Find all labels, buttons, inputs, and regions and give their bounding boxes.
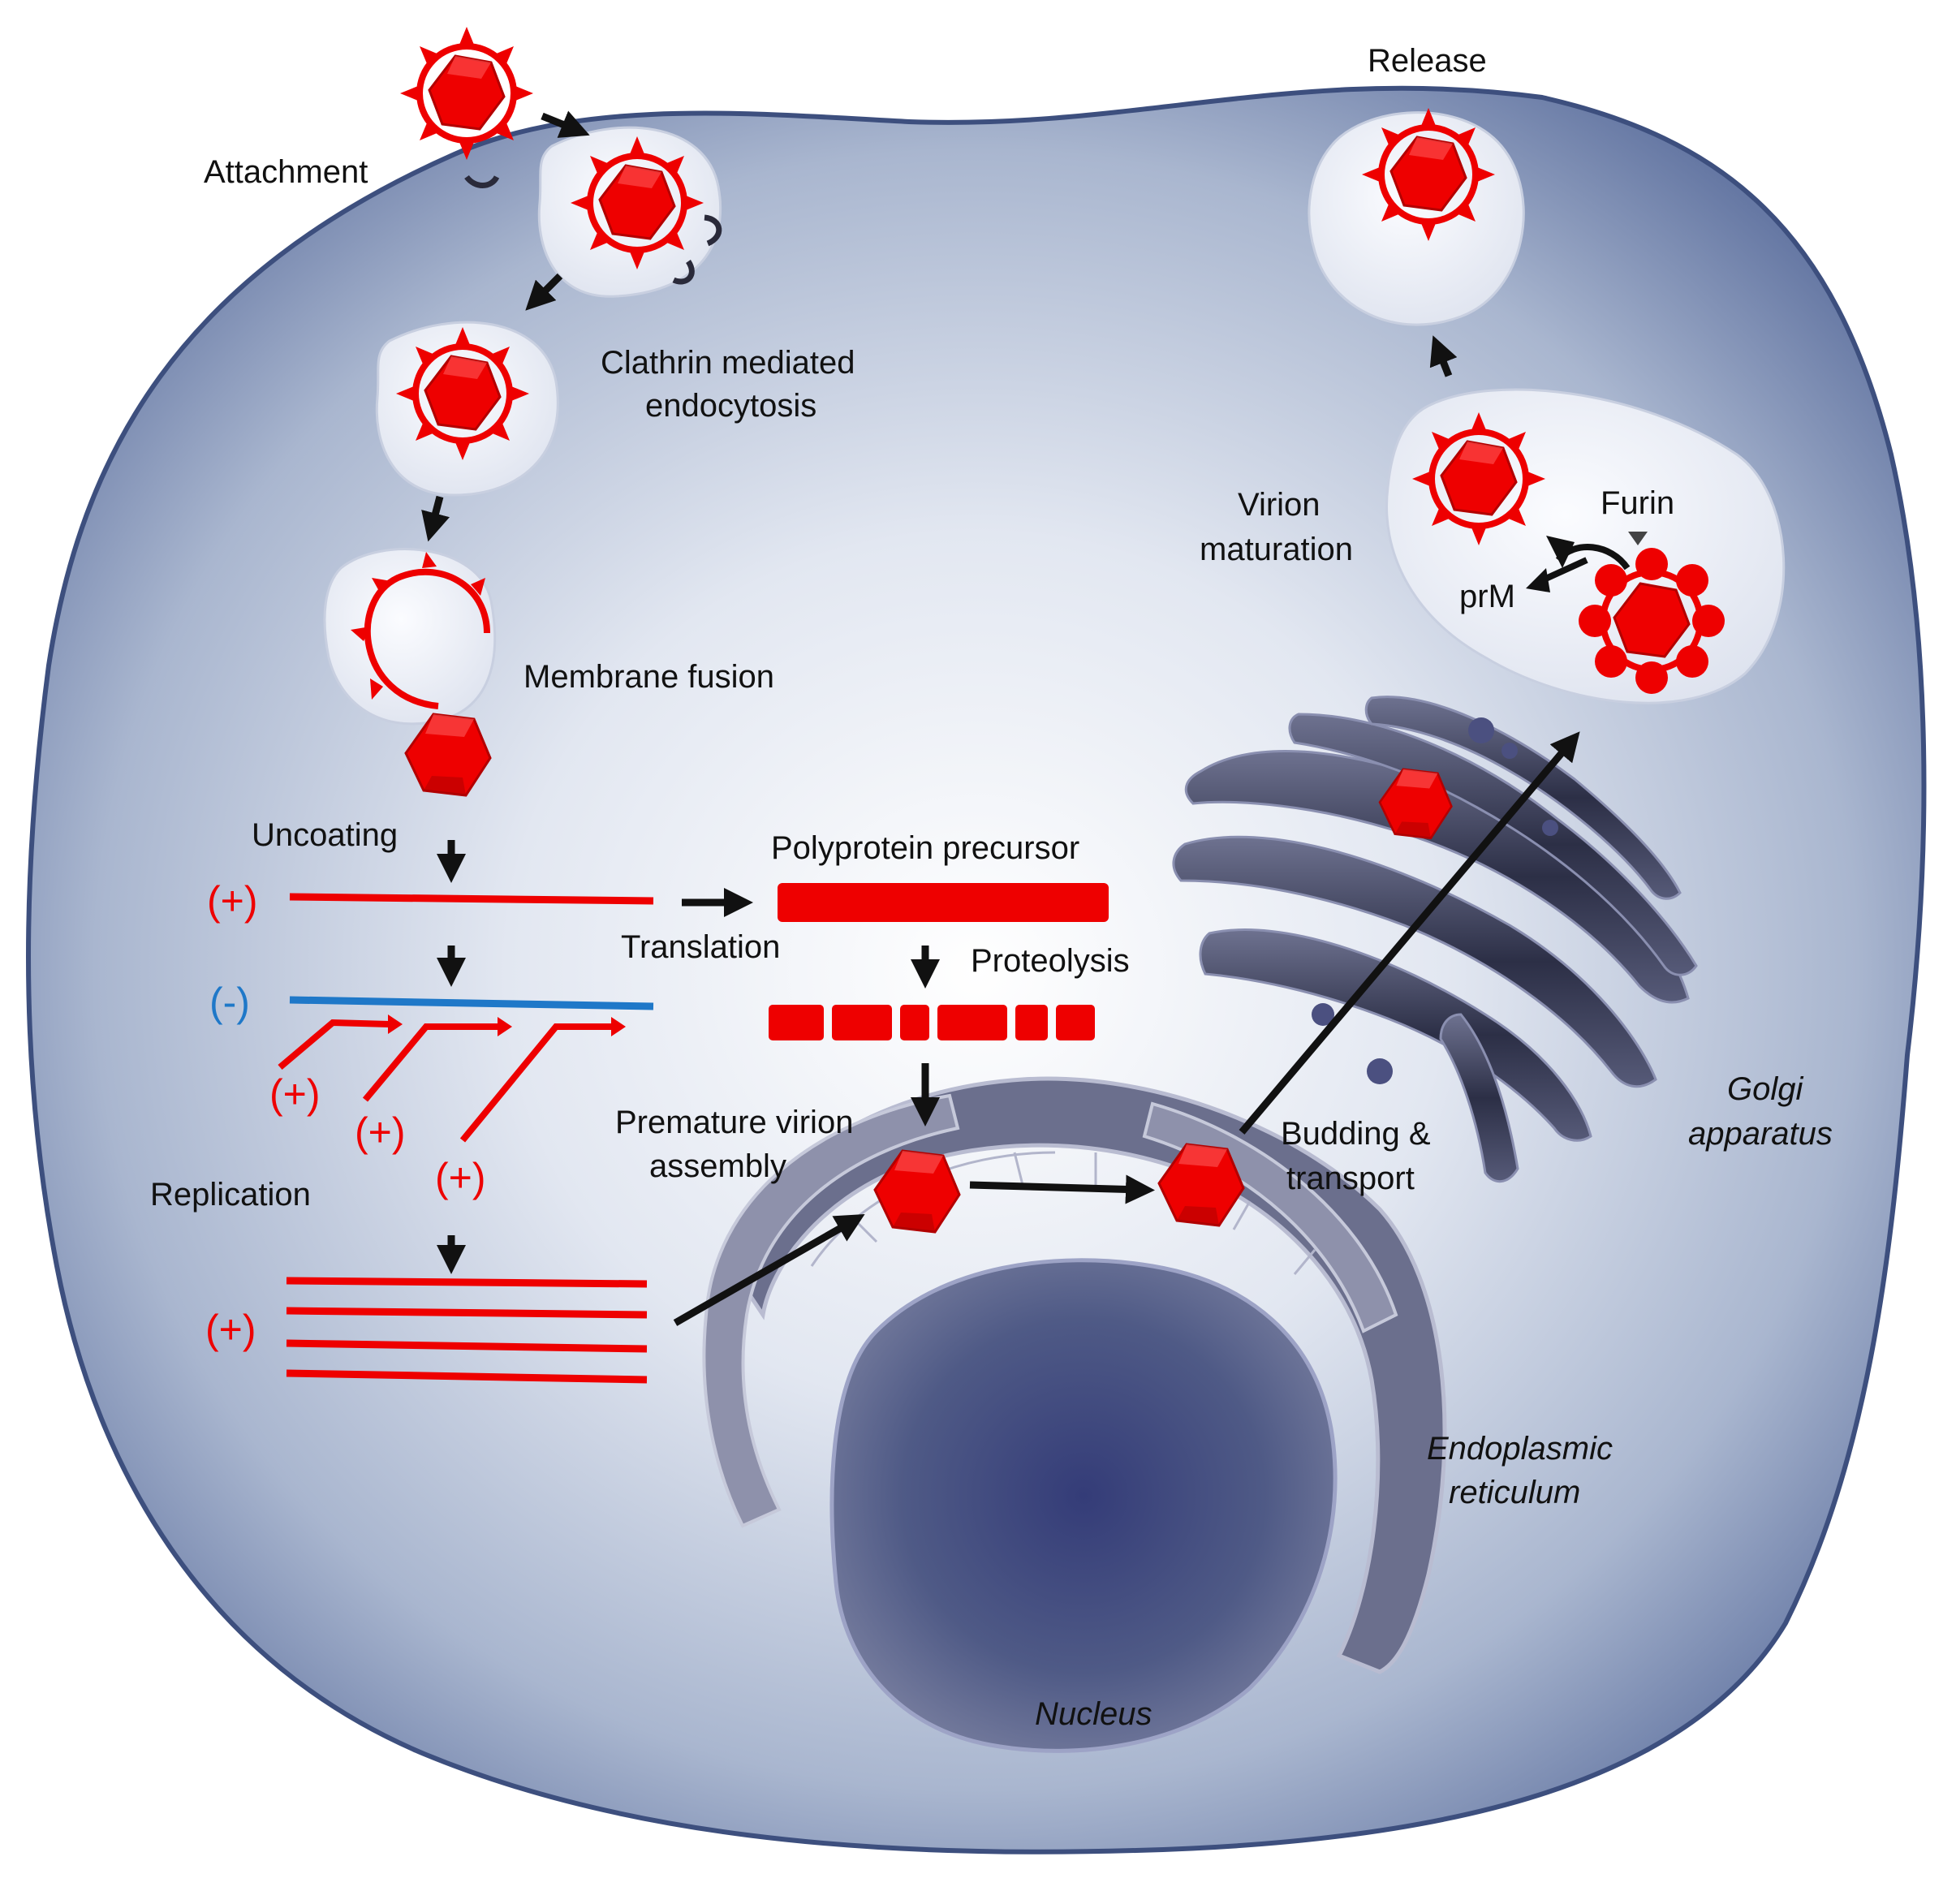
golgi-vesicles xyxy=(1312,717,1558,1084)
label-premature-line2: assembly xyxy=(649,1148,786,1184)
label-virion-maturation-line2: maturation xyxy=(1200,532,1353,567)
sign-negative-strand: (-) xyxy=(209,980,250,1025)
sign-positive-new: (+) xyxy=(205,1307,256,1352)
replication-intermediates xyxy=(278,1019,613,1143)
label-golgi-line1: Golgi xyxy=(1727,1071,1803,1107)
receptor-2 xyxy=(672,214,722,285)
virion-released xyxy=(1362,108,1495,241)
negative-strand xyxy=(289,996,654,1010)
positive-strand-genome xyxy=(289,893,654,905)
prm-arrowhead-a xyxy=(1546,536,1575,568)
sign-positive-rep-1: (+) xyxy=(269,1071,321,1117)
process-arrows xyxy=(421,110,1580,1326)
virion-attachment xyxy=(400,27,533,160)
label-replication: Replication xyxy=(150,1177,311,1213)
prm-arrowhead-b xyxy=(1526,568,1550,592)
sign-positive-genome: (+) xyxy=(207,878,258,924)
furin-cleavage-marker xyxy=(1628,532,1648,545)
label-translation: Translation xyxy=(621,929,780,965)
label-furin: Furin xyxy=(1601,485,1674,521)
fused-envelope xyxy=(351,552,490,709)
polyprotein-precursor-bar xyxy=(778,883,1109,922)
label-proteolysis: Proteolysis xyxy=(971,943,1130,979)
label-premature-line1: Premature virion xyxy=(615,1105,853,1140)
label-release: Release xyxy=(1368,43,1487,79)
label-er-line2: reticulum xyxy=(1449,1475,1580,1510)
label-clathrin-line1: Clathrin mediated xyxy=(601,345,855,381)
label-prm: prM xyxy=(1459,579,1515,614)
label-membrane-fusion: Membrane fusion xyxy=(523,659,774,695)
virion-endocytosis-2 xyxy=(396,327,529,460)
label-golgi-line2: apparatus xyxy=(1688,1116,1833,1152)
label-virion-maturation-line1: Virion xyxy=(1238,487,1321,523)
virion-mature xyxy=(1412,412,1545,545)
label-nucleus: Nucleus xyxy=(1035,1696,1152,1732)
virion-immature xyxy=(1579,548,1725,694)
label-budding-line1: Budding & xyxy=(1281,1116,1431,1152)
replication-arrowheads xyxy=(388,1014,626,1036)
label-attachment: Attachment xyxy=(204,154,368,190)
virion-endocytosis-1 xyxy=(571,136,704,269)
label-er-line1: Endoplasmic xyxy=(1427,1431,1613,1467)
endosome-vesicle-3 xyxy=(323,548,497,726)
prm-release-arrow xyxy=(1540,557,1588,584)
cleaved-polyprotein xyxy=(769,1005,1095,1040)
nucleus xyxy=(829,1258,1338,1753)
sign-positive-rep-3: (+) xyxy=(435,1155,486,1200)
sign-positive-rep-2: (+) xyxy=(355,1109,406,1155)
label-budding-line2: transport xyxy=(1286,1161,1415,1196)
new-positive-strands xyxy=(286,1277,648,1384)
label-uncoating: Uncoating xyxy=(252,817,398,853)
receptor-1 xyxy=(464,174,500,188)
label-polyprotein-precursor: Polyprotein precursor xyxy=(771,830,1079,866)
label-clathrin-line2: endocytosis xyxy=(645,388,816,424)
